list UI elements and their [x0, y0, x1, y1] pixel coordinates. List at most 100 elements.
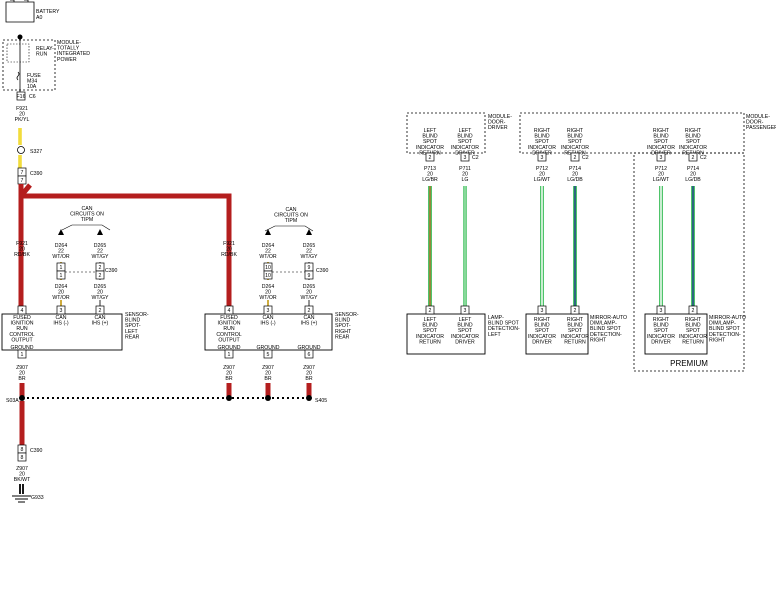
- pin-sensor-left-1: [17, 349, 27, 359]
- pin-mirror-a-2: [570, 305, 580, 315]
- battery-label: BATTERY: [36, 9, 60, 15]
- pin-pass-2a: [570, 152, 580, 162]
- pin-c390-b-r: [263, 270, 273, 280]
- module-door-driver-box: [406, 112, 486, 154]
- splice-s03a-dot: [19, 395, 25, 401]
- mirror-right-box-a: [525, 313, 589, 355]
- pin-sensor-right-1-number: 1: [228, 352, 231, 358]
- pin-mirror-a-3: [537, 305, 547, 315]
- connector-c2-driver: C2: [472, 155, 479, 161]
- relay-box: [6, 43, 30, 63]
- relay-label: RELAY-RUN: [36, 46, 54, 58]
- connector-c2-pass-b: C2: [700, 155, 707, 161]
- connector-c390-label-right: C390: [316, 268, 329, 274]
- mirror-right-box-b: [644, 313, 708, 355]
- can-arrow-low-r: [265, 229, 271, 235]
- pin-sensor-left-4-number: 4: [21, 308, 24, 314]
- pin-c390-8-lower-number: 8: [21, 455, 24, 461]
- pin-mirror-b-3: [656, 305, 666, 315]
- pin-sensor-left-3: [56, 305, 66, 315]
- wire-f921-rdbk-loop: [18, 184, 232, 310]
- sensor-right-ground-label-b: GROUND: [256, 345, 279, 351]
- pin-pass-3a-number: 3: [541, 155, 544, 161]
- pin-c390-c-l-number: 2: [99, 265, 102, 271]
- pin-sensor-left-4: [17, 305, 27, 315]
- pin-lamp-left-2: [425, 305, 435, 315]
- battery-symbol: [5, 0, 35, 23]
- pin-sensor-right-2: [304, 305, 314, 315]
- sensor-right-ground-label-c: GROUND: [297, 345, 320, 351]
- ground-splice-dot-0: [226, 395, 232, 401]
- pin-sensor-right-1: [224, 349, 234, 359]
- pin-c390-b-r-number: 10: [265, 273, 271, 279]
- splice-s405-label: S405: [315, 398, 327, 404]
- splice-s03a-label: S03A: [6, 398, 19, 404]
- pin-c390-7-upper-number: 7: [21, 170, 24, 176]
- pin-sensor-right-5: [263, 349, 273, 359]
- pin-c390-7-lower-number: 7: [21, 178, 24, 184]
- pin-pass-2b: [688, 152, 698, 162]
- sensor-left-ground-label: GROUND: [10, 345, 33, 351]
- pin-sensor-right-6-number: 6: [308, 352, 311, 358]
- pin-pass-3a: [537, 152, 547, 162]
- sensor-right-ground-label-a: GROUND: [217, 345, 240, 351]
- ground-g933-label: G933: [31, 495, 44, 501]
- connector-c390-label-left: C390: [105, 268, 118, 274]
- pin-sensor-left-2-number: 2: [99, 308, 102, 314]
- pin-driver-3-number: 3: [464, 155, 467, 161]
- can-brace-left: [61, 224, 111, 231]
- pin-sensor-right-5-number: 5: [267, 352, 270, 358]
- lamp-left-box: [406, 313, 486, 355]
- pin-mirror-b-3-number: 3: [660, 308, 663, 314]
- module-door-passenger-label: MODULE-DOOR-PASSENGER: [746, 114, 776, 131]
- pin-pass-2a-number: 2: [574, 155, 577, 161]
- pin-sensor-right-2-number: 2: [308, 308, 311, 314]
- ground-splice-dot-2: [306, 395, 312, 401]
- pin-sensor-right-4-number: 4: [228, 308, 231, 314]
- pin-driver-2-number: 2: [429, 155, 432, 161]
- splice-s327-label: S327: [30, 149, 42, 155]
- pin-sensor-right-3: [263, 305, 273, 315]
- pin-sensor-right-6: [304, 349, 314, 359]
- pin-mirror-a-2-number: 2: [574, 308, 577, 314]
- pin-pass-3b-number: 3: [660, 155, 663, 161]
- pin-c390-d-l: [95, 270, 105, 280]
- pin-driver-3: [460, 152, 470, 162]
- pin-sensor-left-2: [95, 305, 105, 315]
- pin-lamp-left-2-number: 2: [429, 308, 432, 314]
- pin-sensor-right-4: [224, 305, 234, 315]
- pin-sensor-left-1-number: 1: [21, 352, 24, 358]
- pin-lamp-left-3-number: 3: [464, 308, 467, 314]
- pin-mirror-a-3-number: 3: [541, 308, 544, 314]
- pin-f16-number: F16: [17, 94, 26, 100]
- pin-c390-d-r: [304, 270, 314, 280]
- pin-pass-2b-number: 2: [692, 155, 695, 161]
- can-arrow-high-r: [306, 229, 312, 235]
